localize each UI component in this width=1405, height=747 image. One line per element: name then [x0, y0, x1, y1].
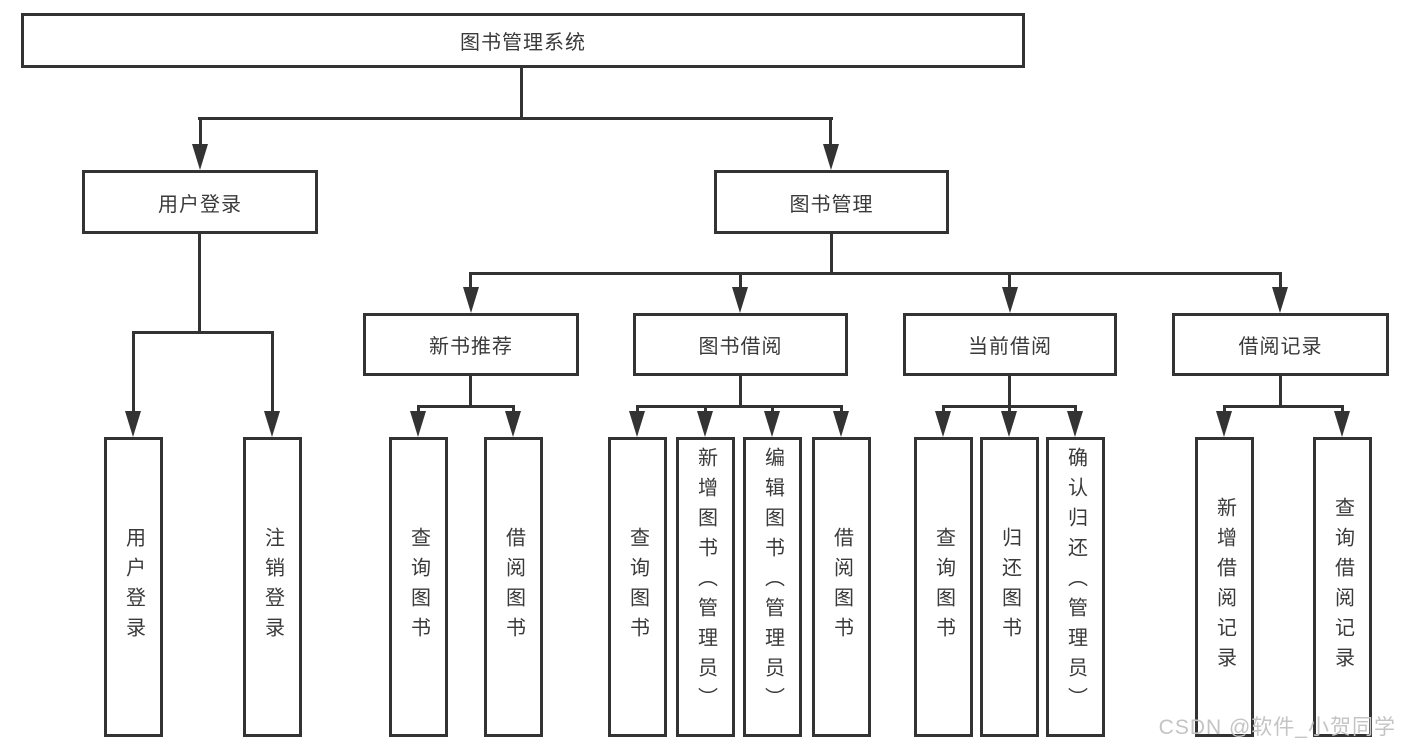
connector-line: [198, 117, 833, 120]
connector-line: [520, 68, 523, 119]
connector-line: [132, 331, 135, 414]
connector-line: [829, 117, 832, 147]
node-leaf-user-login: 用户登录: [104, 437, 163, 737]
connector-line: [512, 405, 515, 414]
connector-line: [1223, 405, 1344, 408]
arrow-head: [697, 411, 713, 437]
csdn-watermark: CSDN @软件_小贺同学: [1158, 716, 1396, 739]
node-label: 查询图书: [407, 527, 430, 647]
node-label: 图书借阅: [698, 336, 783, 358]
arrow-head: [463, 287, 479, 313]
node-borrowing-records: 借阅记录: [1172, 313, 1389, 376]
node-label: 借阅记录: [1238, 336, 1323, 358]
arrow-head: [935, 411, 951, 437]
connector-line: [469, 272, 472, 290]
node-label: 新增借阅记录: [1213, 497, 1236, 677]
node-leaf-query-books-current: 查询图书: [914, 437, 973, 737]
arrow-head: [1334, 411, 1350, 437]
arrow-head: [505, 411, 521, 437]
connector-line: [1008, 272, 1011, 290]
node-label: 查询借阅记录: [1331, 497, 1354, 677]
node-current-borrowing: 当前借阅: [903, 313, 1117, 376]
node-label: 归还图书: [998, 527, 1021, 647]
node-label: 查询图书: [626, 527, 649, 647]
arrow-head: [1272, 287, 1288, 313]
connector-line: [704, 405, 707, 414]
node-leaf-return-books: 归还图书: [980, 437, 1039, 737]
connector-line: [199, 117, 202, 147]
arrow-head: [833, 411, 849, 437]
connector-line: [942, 405, 945, 414]
connector-line: [636, 405, 639, 414]
connector-line: [1279, 376, 1282, 407]
node-new-book-recommend: 新书推荐: [363, 313, 579, 376]
node-label: 注销登录: [261, 527, 284, 647]
node-label: 用户登录: [158, 193, 242, 216]
node-label: 借阅图书: [502, 527, 525, 647]
connector-line: [1223, 405, 1226, 414]
arrow-head: [1067, 411, 1083, 437]
connector-line: [1279, 272, 1282, 290]
node-leaf-borrow-books-recommend: 借阅图书: [484, 437, 543, 737]
connector-line: [739, 376, 742, 407]
node-label: 新书推荐: [429, 336, 513, 358]
node-label: 查询图书: [932, 527, 955, 647]
connector-line: [469, 376, 472, 407]
connector-line: [1341, 405, 1344, 414]
connector-line: [771, 405, 774, 414]
node-leaf-edit-books-admin: 编辑图书（管理员）: [743, 437, 802, 737]
node-label: 当前借阅: [968, 336, 1052, 358]
arrow-head: [629, 411, 645, 437]
node-label: 借阅图书: [830, 527, 853, 647]
node-user-login: 用户登录: [82, 170, 318, 234]
node-label: 图书管理系统: [460, 32, 586, 54]
node-book-borrowing: 图书借阅: [633, 313, 848, 376]
connector-line: [830, 234, 833, 274]
arrow-head: [1216, 411, 1232, 437]
node-leaf-query-borrow-record: 查询借阅记录: [1313, 437, 1372, 737]
node-label: 确认归还（管理员）: [1064, 447, 1087, 717]
node-label: 图书管理: [789, 193, 874, 216]
connector-line: [636, 405, 843, 408]
node-leaf-confirm-return-admin: 确认归还（管理员）: [1046, 437, 1105, 737]
arrow-head: [125, 411, 141, 437]
node-library-management-system: 图书管理系统: [21, 13, 1025, 68]
connector-line: [469, 272, 1282, 275]
node-leaf-add-borrow-record: 新增借阅记录: [1195, 437, 1254, 737]
connector-line: [417, 405, 420, 414]
arrow-head: [732, 287, 748, 313]
connector-line: [271, 331, 274, 414]
arrow-head: [764, 411, 780, 437]
connector-line: [1008, 405, 1011, 414]
connector-line: [132, 331, 274, 334]
node-leaf-query-books-recommend: 查询图书: [389, 437, 448, 737]
connector-line: [198, 232, 201, 333]
arrow-head: [192, 144, 208, 170]
node-leaf-borrow-books: 借阅图书: [812, 437, 871, 737]
arrow-head: [1001, 411, 1017, 437]
connector-line: [739, 272, 742, 290]
arrow-head: [823, 144, 839, 170]
node-leaf-query-books-borrowing: 查询图书: [608, 437, 667, 737]
arrow-head: [264, 411, 280, 437]
node-leaf-add-books-admin: 新增图书（管理员）: [676, 437, 735, 737]
connector-line: [1074, 405, 1077, 414]
node-label: 编辑图书（管理员）: [761, 447, 784, 717]
node-label: 新增图书（管理员）: [694, 447, 717, 717]
node-label: 用户登录: [122, 527, 145, 647]
connector-line: [840, 405, 843, 414]
arrow-head: [410, 411, 426, 437]
connector-line: [1008, 376, 1011, 407]
connector-line: [417, 405, 515, 408]
arrow-head: [1002, 287, 1018, 313]
node-book-management: 图书管理: [714, 170, 949, 234]
node-leaf-logout: 注销登录: [243, 437, 302, 737]
